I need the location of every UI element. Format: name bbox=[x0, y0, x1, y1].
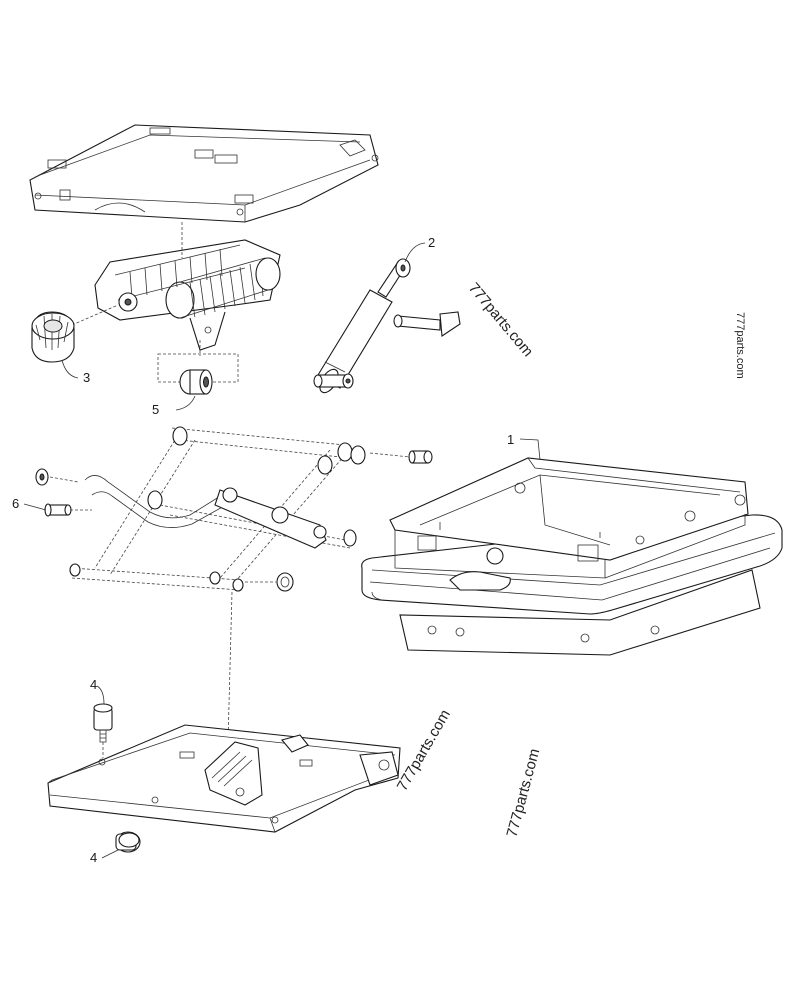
spring-coil-rear bbox=[114, 244, 246, 301]
guide-line bbox=[227, 591, 233, 743]
scissor-arm-link bbox=[214, 487, 327, 549]
spring-assembly bbox=[94, 239, 281, 351]
bushing-right-lower bbox=[276, 572, 294, 592]
leader-line bbox=[61, 359, 79, 379]
callout-4-upper: 4 bbox=[90, 677, 97, 692]
leader-line bbox=[96, 685, 105, 705]
guide-line bbox=[49, 476, 79, 483]
guide-line bbox=[71, 304, 119, 326]
watermark-text: 777parts.com bbox=[503, 747, 543, 839]
shock-absorber bbox=[313, 258, 461, 394]
watermark-text: 777parts.com bbox=[465, 280, 536, 361]
scissor-arms bbox=[71, 427, 351, 591]
rubber-foot-lower bbox=[115, 831, 141, 853]
callout-3: 3 bbox=[83, 370, 90, 385]
bolt-sleeve bbox=[44, 503, 72, 517]
watermark-text: 777parts.com bbox=[394, 707, 454, 794]
spring-coil-front bbox=[165, 257, 281, 319]
bottom-mounting-plate bbox=[47, 724, 401, 833]
bushing-right-upper bbox=[408, 450, 433, 464]
bushing-left bbox=[35, 468, 49, 486]
shock-upper-pin bbox=[393, 311, 461, 337]
callout-1: 1 bbox=[507, 432, 514, 447]
callout-2: 2 bbox=[428, 235, 435, 250]
shock-lower-pin bbox=[313, 373, 354, 389]
rubber-foot-upper bbox=[93, 703, 113, 743]
callout-5: 5 bbox=[152, 402, 159, 417]
rubber-stop bbox=[179, 369, 213, 395]
leader-line bbox=[101, 849, 119, 859]
leader-line bbox=[23, 503, 47, 511]
adjustment-knob bbox=[31, 311, 75, 363]
callout-6: 6 bbox=[12, 496, 19, 511]
leader-line bbox=[175, 395, 196, 411]
callout-4-lower: 4 bbox=[90, 850, 97, 865]
scissor-linkage bbox=[69, 426, 366, 592]
guide-box bbox=[157, 353, 239, 383]
seat-base-assembly bbox=[361, 457, 783, 656]
leader-line bbox=[519, 438, 541, 461]
leader-line bbox=[404, 242, 426, 263]
pivot-joints bbox=[69, 426, 366, 592]
top-mounting-plate bbox=[29, 124, 379, 223]
guide-line bbox=[369, 452, 411, 458]
watermark-text: 777parts.com bbox=[734, 312, 746, 379]
